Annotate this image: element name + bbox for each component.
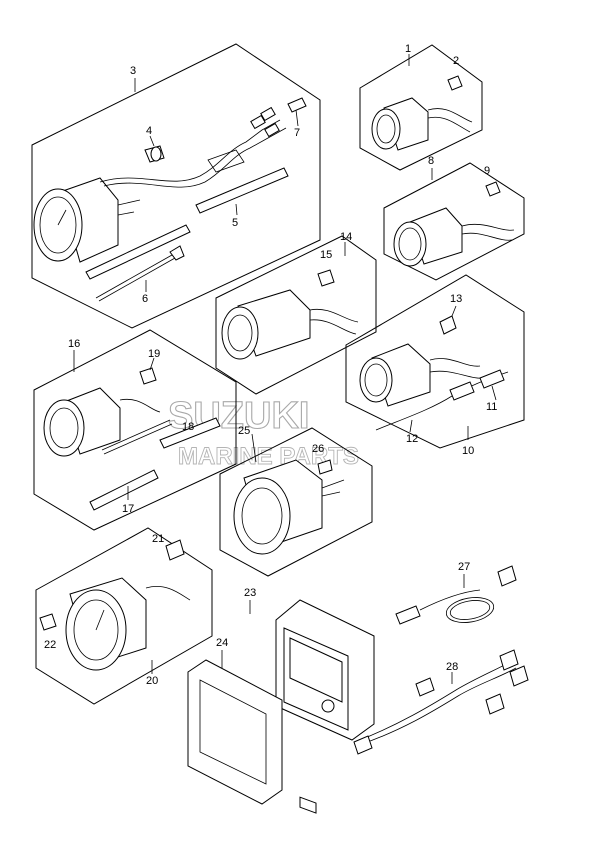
callout-8: 8	[428, 155, 434, 167]
callout-1: 1	[405, 43, 411, 55]
group-14-gauge-kit	[215, 235, 377, 395]
harness-28	[353, 649, 529, 755]
group-3-gauge	[33, 177, 141, 263]
group-10-frame	[345, 274, 525, 449]
group-1-gauge-kit	[359, 44, 483, 171]
callout-3: 3	[130, 65, 136, 77]
group-8-frame	[383, 162, 525, 281]
callout-25: 25	[238, 425, 250, 437]
callout-19: 19	[148, 348, 160, 360]
group-8-gauge-kit	[383, 162, 525, 281]
group-10-gauge-kit	[345, 274, 525, 449]
group-3-frame	[31, 43, 321, 329]
display-bezel-cover	[187, 650, 283, 805]
callout-26: 26	[312, 443, 324, 455]
callout-14: 14	[340, 231, 352, 243]
callout-5: 5	[232, 217, 238, 229]
sensor-cable-27	[395, 565, 517, 625]
group-16-gauge-kit	[33, 329, 237, 531]
watermark-subtitle: MARINE PARTS	[178, 443, 359, 470]
group-25-gauge-kit	[219, 427, 373, 577]
callout-16: 16	[68, 338, 80, 350]
callout-20: 20	[146, 675, 158, 687]
callout-12: 12	[406, 433, 418, 445]
callout-6: 6	[142, 293, 148, 305]
multifunction-display	[249, 599, 375, 814]
group-20-gauge-kit	[35, 527, 213, 705]
callout-10: 10	[462, 445, 474, 457]
callout-4: 4	[146, 125, 152, 137]
group-1-frame	[359, 44, 483, 171]
callout-21: 21	[152, 533, 164, 545]
callout-9: 9	[484, 165, 490, 177]
group-14-frame	[215, 235, 377, 395]
callout-labels: 1 2 3 4 5 6 7 8 9 10 11 12 13 14 15 16 1…	[44, 43, 497, 687]
callout-11: 11	[486, 401, 497, 413]
callout-24: 24	[216, 637, 228, 649]
callout-15: 15	[320, 249, 332, 261]
group-25-frame	[219, 427, 373, 577]
callout-2: 2	[453, 55, 459, 67]
callout-23: 23	[244, 587, 256, 599]
group-20-frame	[35, 527, 213, 705]
callout-27: 27	[458, 561, 470, 573]
group-16-frame	[33, 329, 237, 531]
callout-7: 7	[294, 127, 300, 139]
group-3-tachometer-kit	[31, 43, 321, 329]
callout-18: 18	[182, 421, 194, 433]
callout-17: 17	[122, 503, 134, 515]
callout-13: 13	[450, 293, 462, 305]
callout-22: 22	[44, 639, 56, 651]
callout-28: 28	[446, 661, 458, 673]
